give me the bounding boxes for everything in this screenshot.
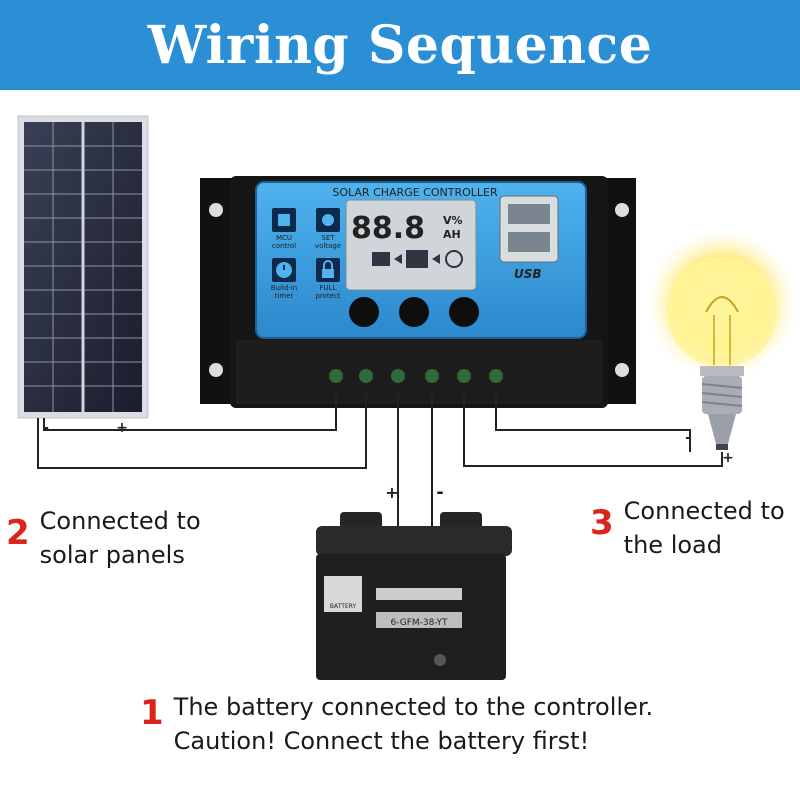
full-label-1: FULL: [320, 284, 337, 292]
panel-minus-label: -: [43, 420, 49, 436]
set-voltage-icon: [316, 208, 340, 232]
display-digits: 88.8: [351, 211, 425, 246]
display-unit-bottom: AH: [443, 228, 461, 241]
step-2-line-1: Connected to: [39, 507, 201, 535]
step-1-text: The battery connected to the controller.…: [174, 690, 653, 758]
display-flow-icons: [372, 250, 463, 268]
display-unit-top: V%: [443, 214, 463, 227]
battery-brand: BATTERY: [330, 603, 357, 610]
light-bulb: [642, 232, 800, 450]
step-2-text: Connected to solar panels: [40, 504, 201, 572]
load-minus-label: -: [685, 430, 691, 446]
battery: [316, 512, 512, 680]
step-1-number: 1: [140, 693, 164, 733]
page-title: Wiring Sequence: [147, 14, 653, 76]
wires: [37, 392, 723, 532]
step-3-line-1: Connected to: [623, 497, 785, 525]
panel-plus-label: +: [116, 420, 128, 436]
mcu-label-2: control: [272, 242, 296, 250]
step-1-line-1: The battery connected to the controller.: [173, 693, 654, 721]
step-3-line-2: the load: [623, 531, 722, 559]
solar-panel: [17, 115, 149, 419]
load-plus-label: +: [722, 450, 734, 466]
step-3-number: 3: [590, 503, 614, 543]
battery-model: 6-GFM-38-YT: [390, 618, 448, 628]
step-1-line-2: Caution! Connect the battery first!: [173, 727, 590, 755]
usb-label: USB: [514, 267, 542, 281]
step-2: 2 Connected to solar panels: [6, 504, 201, 572]
lock-icon: [316, 258, 340, 282]
mcu-label-1: MCU: [276, 234, 292, 242]
step-1: 1 The battery connected to the controlle…: [140, 690, 653, 758]
full-label-2: protect: [315, 292, 340, 300]
step-2-number: 2: [6, 513, 30, 553]
set-label-1: SET: [321, 234, 335, 242]
timer-label-1: Build-in: [271, 284, 297, 292]
mcu-icon: [272, 208, 296, 232]
battery-plus-label: +: [385, 483, 398, 502]
set-label-2: voltage: [315, 242, 341, 250]
step-3-text: Connected to the load: [624, 494, 785, 562]
battery-minus-label: -: [436, 482, 443, 503]
controller-title: SOLAR CHARGE CONTROLLER: [332, 186, 498, 199]
header-banner: Wiring Sequence: [0, 0, 800, 90]
step-3: 3 Connected to the load: [590, 494, 785, 562]
timer-label-2: timer: [275, 292, 294, 300]
timer-icon: [272, 258, 296, 282]
step-2-line-2: solar panels: [39, 541, 185, 569]
